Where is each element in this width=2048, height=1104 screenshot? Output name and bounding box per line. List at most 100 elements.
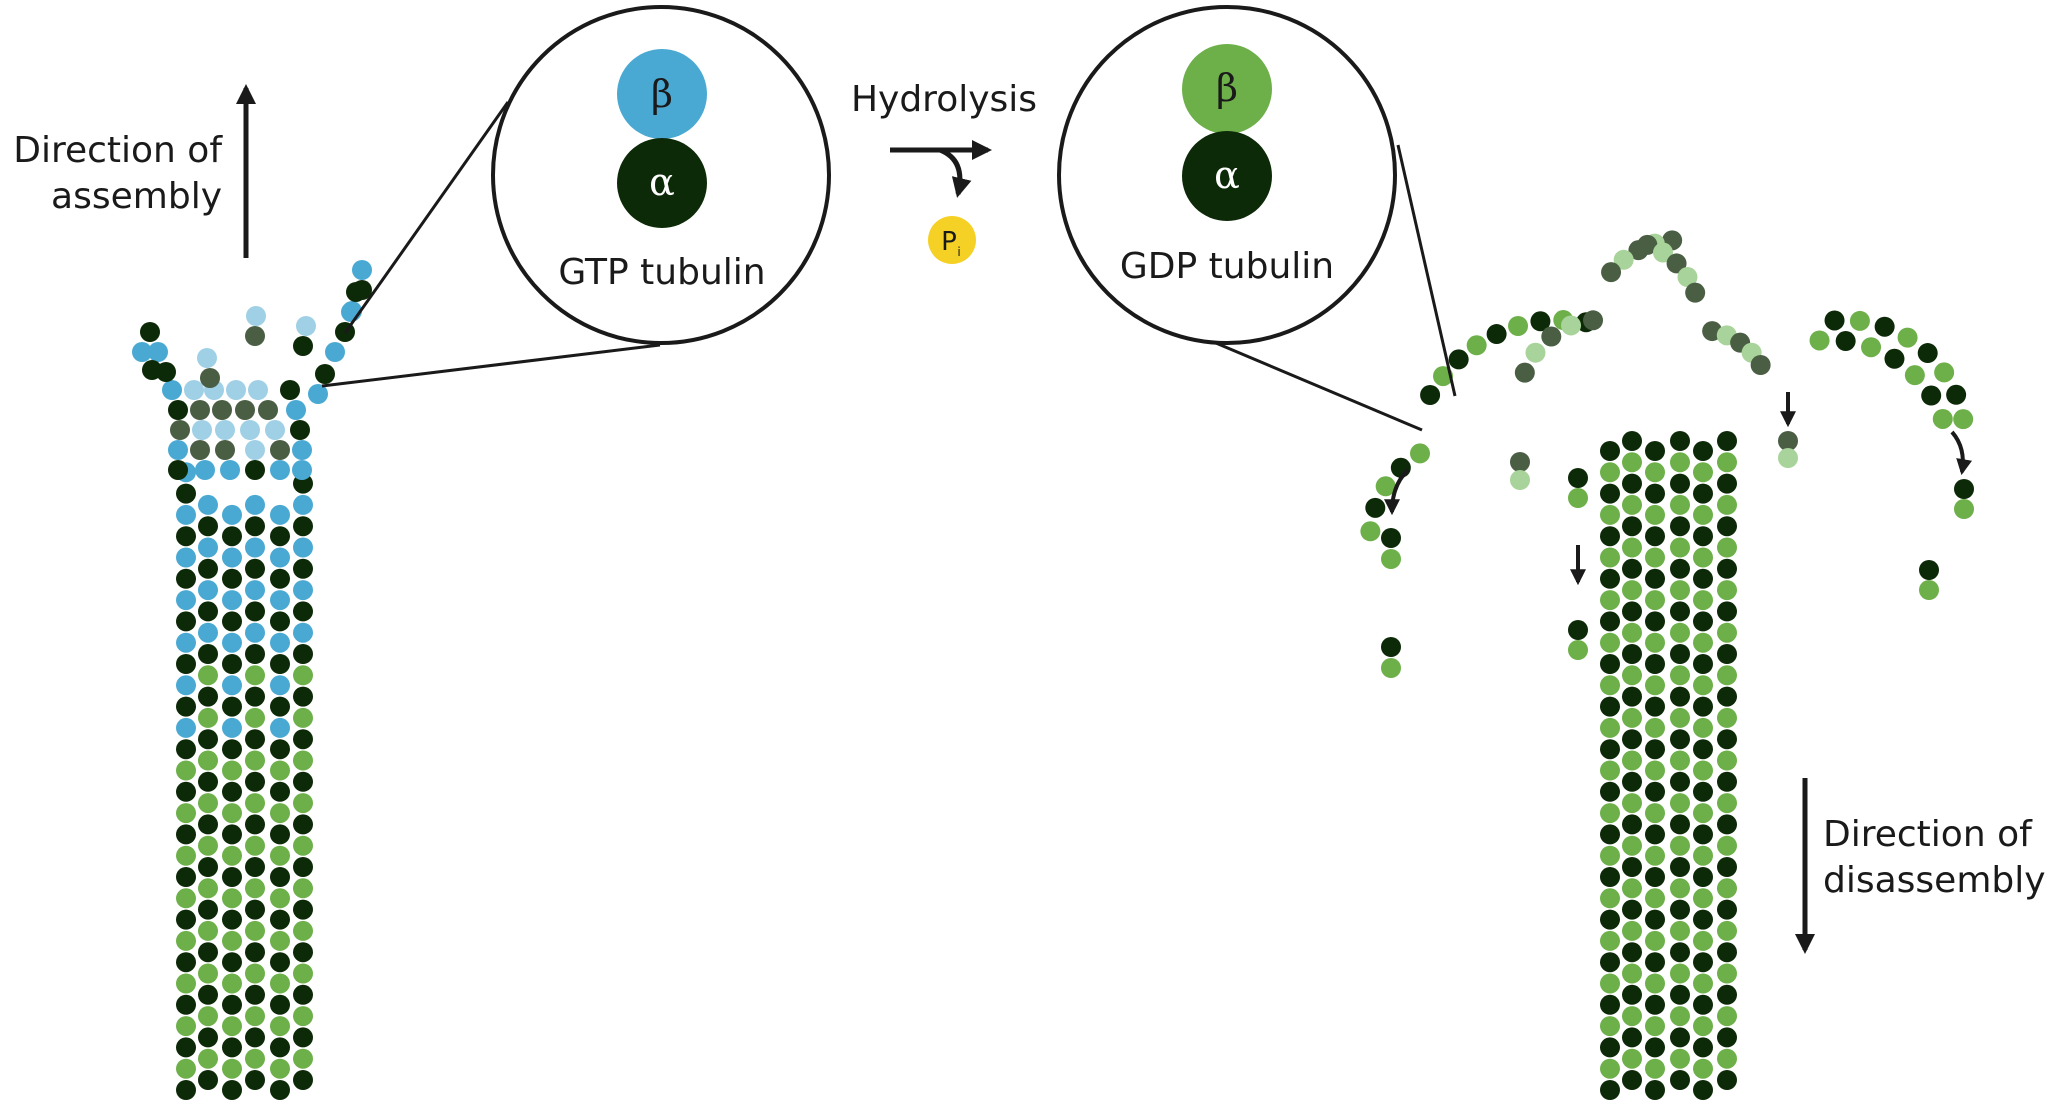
alpha-tubulin-bead <box>293 942 313 963</box>
beta-tubulin-bead <box>1645 845 1665 866</box>
growing-flare-bead <box>140 322 160 342</box>
beta-tubulin-bead <box>1622 1048 1642 1069</box>
beta-tubulin-bead <box>1693 590 1713 611</box>
beta-tubulin-bead <box>1600 547 1620 568</box>
beta-tubulin-bead <box>1645 1016 1665 1037</box>
alpha-tubulin-bead <box>176 696 196 717</box>
beta-tubulin-bead <box>1693 803 1713 824</box>
beta-tubulin-bead <box>1670 665 1690 686</box>
curled-protofilament-bead <box>1410 443 1430 464</box>
beta-tubulin-bead <box>198 878 218 899</box>
alpha-tubulin-bead <box>1645 1080 1665 1100</box>
beta-tubulin-bead <box>1600 973 1620 994</box>
alpha-tubulin-bead <box>1622 1070 1642 1090</box>
detach-arrow-1 <box>1384 468 1410 516</box>
alpha-tubulin-bead <box>1622 516 1642 537</box>
alpha-tubulin-bead <box>198 1027 218 1048</box>
alpha-tubulin-bead <box>1693 441 1713 461</box>
beta-tubulin-bead <box>198 963 218 984</box>
alpha-tubulin-bead <box>1693 909 1713 930</box>
beta-tubulin-bead <box>1670 750 1690 771</box>
alpha-tubulin-bead <box>222 739 242 760</box>
curled-protofilament-bead <box>1525 342 1546 363</box>
detached-dimer-bead <box>1954 479 1974 499</box>
growing-tip-bead <box>168 460 188 480</box>
beta-tubulin-bead <box>245 835 265 856</box>
alpha-tubulin-bead <box>245 644 265 664</box>
alpha-tubulin-bead <box>270 611 290 632</box>
alpha-tubulin-bead <box>222 1080 242 1100</box>
beta-tubulin-bead <box>245 920 265 941</box>
alpha-tubulin-bead <box>1693 994 1713 1015</box>
alpha-tubulin-bead <box>1600 1037 1620 1058</box>
curled-protofilament-bead <box>1420 385 1441 405</box>
beta-tubulin-bead <box>1645 547 1665 568</box>
gtp-label: GTP tubulin <box>558 252 765 293</box>
alpha-tubulin-bead <box>1645 568 1665 589</box>
beta-tubulin-bead <box>1600 845 1620 866</box>
curled-protofilament-bead <box>1824 310 1845 331</box>
alpha-tubulin-bead <box>245 686 265 707</box>
beta-tubulin-bead <box>1645 632 1665 653</box>
growing-tip-bead <box>235 400 255 420</box>
beta-tubulin-bead <box>1670 494 1690 515</box>
shrinking-microtubule <box>1600 431 1737 1100</box>
beta-tubulin-bead <box>293 835 313 856</box>
alpha-tubulin-bead <box>1717 814 1737 835</box>
alpha-tubulin-bead <box>293 899 313 920</box>
alpha-tubulin-bead <box>198 644 218 664</box>
beta-tubulin-bead <box>1693 632 1713 653</box>
alpha-tubulin-bead <box>176 994 196 1015</box>
alpha-tubulin-bead <box>1693 1080 1713 1100</box>
curled-protofilament-bead <box>1583 310 1604 331</box>
beta-tubulin-bead <box>1622 707 1642 728</box>
gdp-beta-symbol: β <box>1216 66 1238 110</box>
growing-tip-bead <box>270 460 290 480</box>
alpha-tubulin-bead <box>1693 824 1713 845</box>
alpha-tubulin-bead <box>270 696 290 717</box>
alpha-tubulin-bead <box>293 857 313 877</box>
growing-flare-bead <box>200 368 220 388</box>
growing-tip-bead <box>270 440 290 460</box>
growing-tip-bead <box>195 460 215 480</box>
alpha-tubulin-bead <box>1693 739 1713 760</box>
beta-tubulin-bead <box>1717 750 1737 771</box>
beta-tubulin-bead <box>1622 878 1642 899</box>
growing-tip-bead <box>280 380 300 400</box>
curled-protofilament-bead <box>1514 362 1535 383</box>
beta-tubulin-bead <box>222 717 242 738</box>
beta-tubulin-bead <box>1600 675 1620 696</box>
beta-tubulin-bead <box>198 707 218 728</box>
growing-flare-bead <box>132 342 152 362</box>
beta-tubulin-bead <box>245 793 265 814</box>
alpha-tubulin-bead <box>176 781 196 802</box>
beta-tubulin-bead <box>293 1048 313 1069</box>
alpha-tubulin-bead <box>1622 814 1642 835</box>
beta-tubulin-bead <box>245 707 265 728</box>
growing-tip-bead <box>286 400 306 420</box>
beta-tubulin-bead <box>245 665 265 686</box>
curled-protofilament-bead <box>1932 408 1953 429</box>
beta-tubulin-bead <box>1670 707 1690 728</box>
beta-tubulin-bead <box>198 920 218 941</box>
alpha-tubulin-bead <box>1693 483 1713 504</box>
gdp-zoom: β α GDP tubulin <box>1057 5 1457 432</box>
alpha-tubulin-bead <box>1693 1037 1713 1058</box>
alpha-tubulin-bead <box>270 867 290 887</box>
beta-tubulin-bead <box>198 537 218 558</box>
alpha-tubulin-bead <box>1670 814 1690 835</box>
growing-flare-bead <box>296 316 316 336</box>
curled-protofilament-bead <box>1861 337 1882 358</box>
alpha-tubulin-bead <box>1717 942 1737 963</box>
alpha-tubulin-bead <box>1717 644 1737 664</box>
alpha-tubulin-bead <box>293 1070 313 1090</box>
growing-tip-bead <box>240 420 260 440</box>
alpha-tubulin-bead <box>1670 899 1690 920</box>
beta-tubulin-bead <box>176 1016 196 1037</box>
alpha-tubulin-bead <box>245 516 265 537</box>
alpha-tubulin-bead <box>222 952 242 973</box>
growing-tip-bead <box>245 440 265 460</box>
growing-tip-bead <box>290 420 310 440</box>
disassembly-annotation: Direction of disassembly <box>1795 778 2046 954</box>
alpha-tubulin-bead <box>1670 984 1690 1005</box>
